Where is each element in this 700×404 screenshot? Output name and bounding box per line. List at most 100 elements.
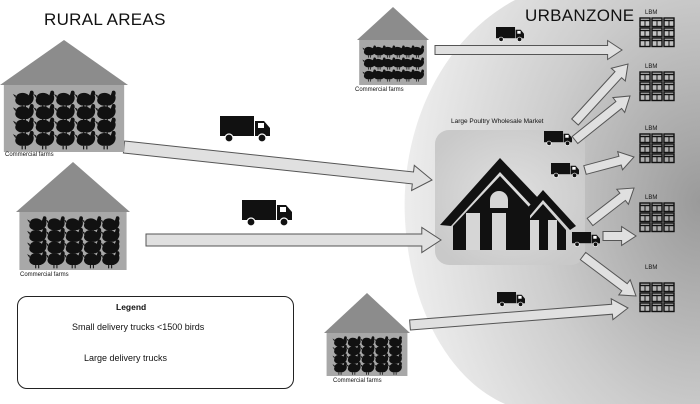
- arrow-market-to-lbm5: [579, 251, 637, 297]
- legend-box: [17, 296, 294, 389]
- farm-caption-1: Commercial farms: [5, 152, 54, 158]
- market-stall-icon: [651, 302, 663, 313]
- market-stall-icon: [663, 282, 675, 293]
- market-stall-icon: [639, 17, 651, 28]
- market-stall-icon: [639, 27, 651, 38]
- farm-caption-3: Commercial farms: [355, 87, 404, 93]
- market-stall-icon: [663, 212, 675, 223]
- market-stall-icon: [651, 202, 663, 213]
- farm-caption-2: Commercial farms: [20, 272, 69, 278]
- lbm-5: [639, 282, 675, 313]
- farm-caption-4: Commercial farms: [333, 378, 382, 384]
- farm-roof: [324, 293, 410, 333]
- market-stall-icon: [651, 17, 663, 28]
- market-stall-icon: [639, 153, 651, 164]
- legend-small-truck-label: Small delivery trucks <1500 birds: [72, 322, 205, 332]
- arrow-market-to-lbm2: [571, 95, 631, 145]
- market-stall-icon: [639, 212, 651, 223]
- lbm-label-5: LBM: [645, 265, 658, 271]
- truck-icon: [551, 163, 579, 178]
- chicken-icon: [332, 361, 347, 375]
- market-stall-icon: [663, 17, 675, 28]
- lbm-label-3: LBM: [645, 126, 658, 132]
- lbm-label-4: LBM: [645, 195, 658, 201]
- market-stall-icon: [663, 202, 675, 213]
- arrow-market-to-lbm1: [570, 63, 629, 126]
- chicken-icon: [360, 361, 375, 375]
- market-stall-icon: [663, 153, 675, 164]
- arrows-layer: [122, 39, 637, 331]
- lbm-label-1: LBM: [645, 10, 658, 16]
- farm-roof: [357, 7, 429, 40]
- market-stall-icon: [639, 133, 651, 144]
- arrow-market-to-lbm4b: [602, 225, 637, 247]
- chicken-icon: [346, 361, 361, 375]
- farm-2: [16, 162, 130, 270]
- market-stall-icon: [651, 71, 663, 82]
- arrow-farm2-to-market: [145, 226, 442, 254]
- market-stall-icon: [651, 143, 663, 154]
- market-stall-icon: [663, 37, 675, 48]
- market-stall-icon: [639, 37, 651, 48]
- market-stall-icon: [639, 202, 651, 213]
- market-stall-icon: [663, 81, 675, 92]
- legend-large-truck-label: Large delivery trucks: [84, 353, 168, 363]
- arrow-market-to-lbm3: [583, 150, 635, 175]
- market-stall-icon: [651, 153, 663, 164]
- market-stall-icon: [651, 27, 663, 38]
- arrow-farm3-to-lbm1: [434, 39, 623, 61]
- market-stall-icon: [651, 133, 663, 144]
- market-stall-icon: [663, 222, 675, 233]
- market-stall-icon: [651, 37, 663, 48]
- truck-icon: [496, 27, 524, 42]
- truck-icon: [544, 131, 572, 146]
- market-stall-icon: [639, 71, 651, 82]
- arrow-farm1-to-market: [122, 140, 433, 192]
- lbm-layer: [639, 17, 675, 313]
- urban-zone-label: URBANZONE: [525, 6, 635, 25]
- market-stall-icon: [663, 71, 675, 82]
- farm-1: [0, 40, 128, 152]
- market-stall-icon: [639, 282, 651, 293]
- market-building-icon: [440, 158, 576, 250]
- truck-icon: [242, 200, 292, 227]
- truck-icon: [572, 232, 600, 247]
- market-stall-icon: [639, 222, 651, 233]
- lbm-4: [639, 202, 675, 233]
- farm-3: [357, 7, 429, 85]
- chicken-icon: [373, 361, 389, 375]
- farm-roof: [0, 40, 128, 85]
- arrow-market-to-lbm4: [586, 187, 635, 227]
- lbm-2: [639, 71, 675, 102]
- market-stall-icon: [651, 282, 663, 293]
- lbm-1: [639, 17, 675, 48]
- lbm-label-2: LBM: [645, 64, 658, 70]
- wholesale-market: [435, 130, 585, 265]
- market-stall-icon: [651, 81, 663, 92]
- truck-icon: [497, 292, 525, 307]
- market-stall-icon: [639, 302, 651, 313]
- lbm-3: [639, 133, 675, 164]
- market-stall-icon: [663, 133, 675, 144]
- market-stall-icon: [651, 222, 663, 233]
- market-label: Large Poultry Wholesale Market: [451, 118, 544, 125]
- farms-layer: [0, 7, 429, 376]
- truck-icon: [220, 116, 270, 143]
- market-stall-icon: [639, 91, 651, 102]
- chicken-icon: [387, 361, 402, 375]
- market-stall-icon: [663, 143, 675, 154]
- farm-4: [324, 293, 410, 376]
- market-stall-icon: [639, 81, 651, 92]
- market-stall-icon: [663, 302, 675, 313]
- market-stall-icon: [651, 91, 663, 102]
- arrow-farm4-to-lbm5: [409, 297, 629, 331]
- market-stall-icon: [663, 91, 675, 102]
- market-stall-icon: [663, 27, 675, 38]
- legend-title: Legend: [116, 302, 147, 312]
- rural-areas-label: RURAL AREAS: [44, 10, 166, 29]
- market-stall-icon: [651, 292, 663, 303]
- market-stall-icon: [639, 292, 651, 303]
- market-stall-icon: [651, 212, 663, 223]
- market-stall-icon: [663, 292, 675, 303]
